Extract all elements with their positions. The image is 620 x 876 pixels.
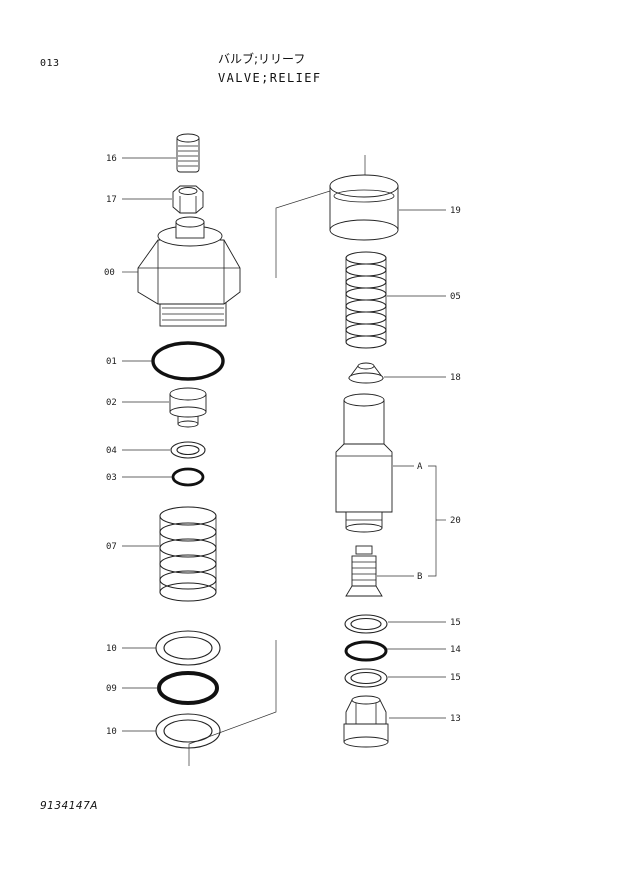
- label-00: 00: [104, 268, 115, 278]
- label-07: 07: [106, 542, 117, 552]
- part-04-backup-ring: [170, 441, 206, 459]
- page-number: 013: [40, 58, 60, 69]
- part-03-o-ring: [171, 467, 205, 487]
- part-00-valve-housing: [137, 216, 241, 327]
- part-10-backup-ring-upper: [155, 630, 221, 666]
- label-16: 16: [106, 154, 117, 164]
- label-20: 20: [450, 516, 461, 526]
- part-02-poppet: [169, 387, 207, 428]
- part-14-o-ring: [344, 640, 388, 662]
- label-05: 05: [450, 292, 461, 302]
- bracket-20: [428, 465, 437, 577]
- label-B: B: [417, 572, 422, 582]
- label-19: 19: [450, 206, 461, 216]
- part-18-spring-seat: [348, 362, 384, 384]
- label-03: 03: [106, 473, 117, 483]
- part-17-hex-nut: [172, 185, 204, 214]
- part-01-o-ring: [151, 341, 225, 381]
- axis-bracket-top: [275, 155, 366, 278]
- part-13-plug: [343, 695, 389, 748]
- part-05-spring: [345, 251, 387, 349]
- label-13: 13: [450, 714, 461, 724]
- part-19-cap: [329, 174, 399, 241]
- title-english: VALVE;RELIEF: [218, 71, 322, 85]
- label-14: 14: [450, 645, 461, 655]
- label-18: 18: [450, 373, 461, 383]
- title-japanese: バルブ;リリーフ: [218, 52, 306, 66]
- part-16-threaded-plug: [176, 133, 200, 173]
- part-15-backup-ring-upper: [344, 614, 388, 634]
- part-07-spring: [159, 506, 217, 602]
- label-15-lower: 15: [450, 673, 461, 683]
- part-20-sleeve-assembly: [335, 393, 393, 597]
- label-15-upper: 15: [450, 618, 461, 628]
- label-09: 09: [106, 684, 117, 694]
- document-code: 9134147A: [40, 800, 98, 812]
- label-01: 01: [106, 357, 117, 367]
- label-10-upper: 10: [106, 644, 117, 654]
- label-17: 17: [106, 195, 117, 205]
- label-10-lower: 10: [106, 727, 117, 737]
- part-10-backup-ring-lower: [155, 713, 221, 749]
- label-04: 04: [106, 446, 117, 456]
- part-15-backup-ring-lower: [344, 668, 388, 688]
- label-02: 02: [106, 398, 117, 408]
- label-A: A: [417, 462, 423, 472]
- part-09-o-ring: [157, 671, 219, 705]
- axis-bracket-bottom: [188, 640, 277, 766]
